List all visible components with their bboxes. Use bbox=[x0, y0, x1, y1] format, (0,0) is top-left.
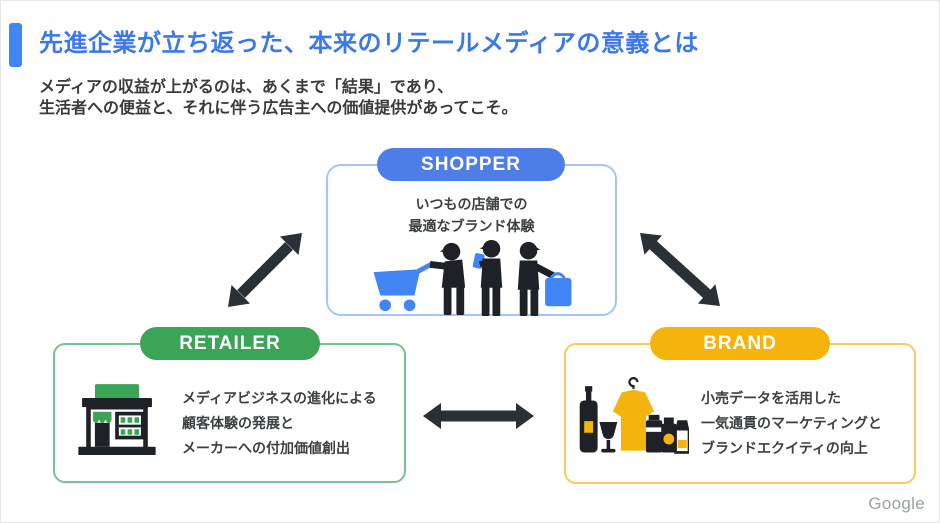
storefront-icon bbox=[78, 384, 156, 456]
page-title: 先進企業が立ち返った、本来のリテールメディアの意義とは bbox=[39, 30, 699, 57]
shopper-label-pill: SHOPPER bbox=[377, 148, 565, 181]
shopper-description: いつもの店舗での 最適なブランド体験 bbox=[408, 196, 535, 234]
arrow-shopper-retailer bbox=[228, 233, 302, 307]
subtitle-line: メディアの収益が上がるのは、あくまで「結果」であり、 bbox=[39, 79, 454, 96]
google-logo: Google bbox=[868, 494, 925, 513]
title-accent-bar bbox=[9, 23, 22, 67]
brand-label-pill: BRAND bbox=[650, 327, 830, 360]
subtitle-line: 生活者への便益と、それに伴う広告主への価値提供があってこそ。 bbox=[39, 100, 518, 117]
brand-description: 小売データを活用した 一気通貫のマーケティングと ブランドエクイティの向上 bbox=[701, 390, 882, 456]
arrow-retailer-brand bbox=[423, 403, 534, 429]
shoppers-with-cart-icon bbox=[373, 239, 572, 317]
retailer-label-pill: RETAILER bbox=[140, 327, 320, 360]
retailer-description: メディアビジネスの進化による 顧客体験の発展と メーカーへの付加価値創出 bbox=[182, 390, 377, 456]
slide-subtitle: メディアの収益が上がるのは、あくまで「結果」であり、 生活者への便益と、それに伴… bbox=[39, 77, 899, 119]
arrow-shopper-brand bbox=[640, 233, 720, 306]
brand-products-icon bbox=[579, 377, 689, 454]
